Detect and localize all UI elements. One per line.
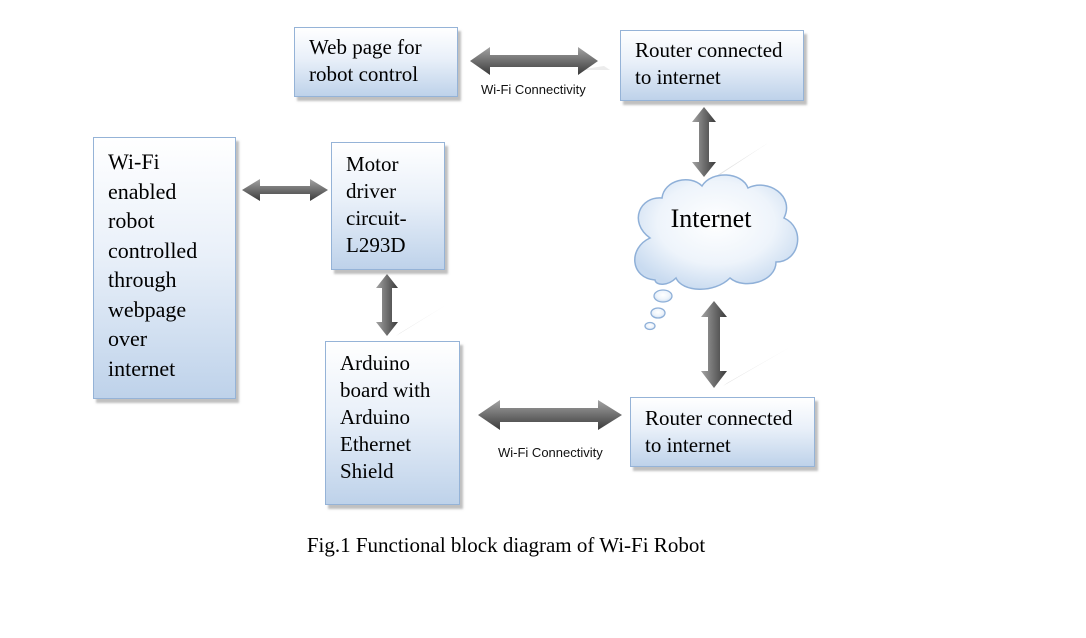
wifi-connectivity-label-top: Wi-Fi Connectivity bbox=[481, 82, 586, 97]
wifi-double-arrow-bottom bbox=[478, 400, 622, 430]
arrow-reflection bbox=[723, 346, 792, 386]
wifi-double-arrow-top bbox=[470, 47, 598, 75]
figure-caption: Fig.1 Functional block diagram of Wi-Fi … bbox=[306, 533, 706, 557]
router-top-block: Router connected to internet bbox=[620, 30, 804, 101]
robot-block: Wi-Fi enabled robot controlled through w… bbox=[93, 137, 236, 399]
arrow-reflection bbox=[396, 305, 446, 336]
double-arrow-internet-router-bottom bbox=[701, 301, 727, 388]
double-arrow-robot-motor bbox=[242, 179, 328, 201]
internet-cloud-label: Internet bbox=[670, 204, 752, 233]
wifi-connectivity-label-bottom: Wi-Fi Connectivity bbox=[498, 445, 603, 460]
arduino-block: Arduino board with Arduino Ethernet Shie… bbox=[325, 341, 460, 505]
router-bottom-block: Router connected to internet bbox=[630, 397, 815, 467]
double-arrow-motor-arduino bbox=[376, 274, 398, 336]
arrow-reflection bbox=[712, 143, 768, 180]
internet-cloud-icon bbox=[634, 174, 799, 331]
webpage-block: Web page for robot control bbox=[294, 27, 458, 97]
motor-driver-block: Motor driver circuit- L293D bbox=[331, 142, 445, 270]
double-arrow-router-internet-top bbox=[692, 107, 716, 177]
